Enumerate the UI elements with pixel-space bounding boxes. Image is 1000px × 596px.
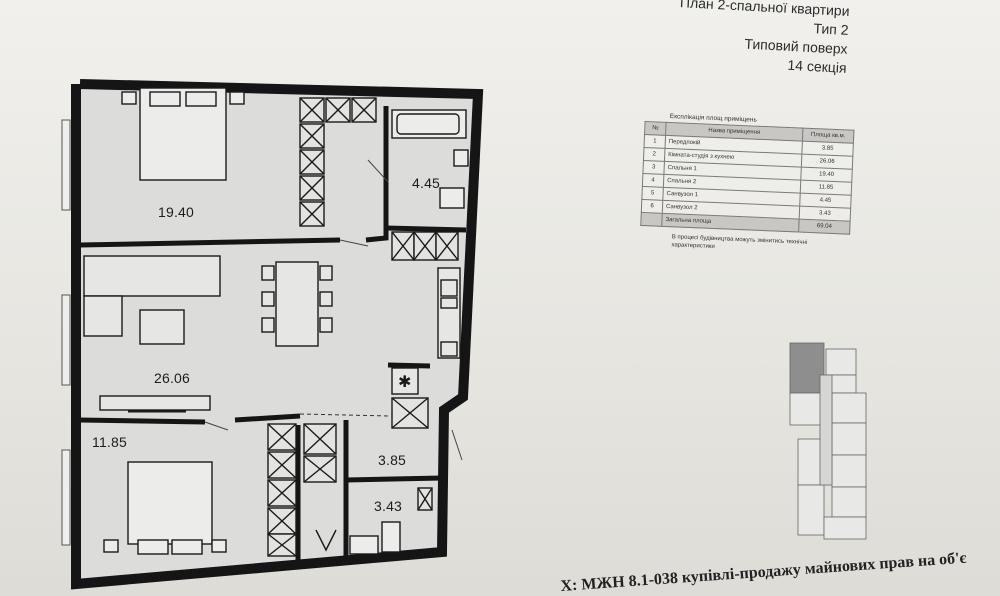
wardrobe-hatch <box>267 479 297 507</box>
wardrobe-hatch <box>299 149 325 175</box>
interior-walls <box>79 106 467 560</box>
wardrobe-hatch <box>435 231 459 261</box>
wardrobe-hatch <box>299 175 325 201</box>
wardrobe-hatch <box>267 423 297 451</box>
room-area-bedroom-1: 19.40 <box>158 204 195 220</box>
total-value: 69.04 <box>798 219 851 235</box>
bed-bedroom-1 <box>121 87 245 181</box>
plan-title-block: План 2-спальної квартири Тип 2 Типовий п… <box>596 0 850 78</box>
wardrobe-hatch <box>303 455 337 483</box>
wardrobe-hatch <box>267 507 297 535</box>
floor-plan: ✱ <box>61 79 484 590</box>
wardrobe-hatch <box>299 201 325 227</box>
room-area-living-studio: 26.06 <box>154 370 191 386</box>
wardrobe-hatch <box>299 97 325 123</box>
bed-bedroom-2 <box>103 461 227 555</box>
key-plan-unit-highlight <box>789 342 825 394</box>
shower-v-mark <box>315 529 337 552</box>
wardrobe-hatch <box>413 231 437 261</box>
row-number: 5 <box>641 186 664 201</box>
door-swings <box>204 159 463 461</box>
threshold-dashed <box>299 413 391 417</box>
wardrobe-hatch <box>303 423 337 455</box>
wardrobe-hatch <box>351 97 377 123</box>
total-number-cell <box>640 212 663 227</box>
fan-icon: ✱ <box>398 372 411 391</box>
row-number: 3 <box>642 160 665 175</box>
bathroom-1-fixtures <box>391 109 469 209</box>
wardrobe-hatch <box>417 487 433 511</box>
room-area-bedroom-2: 11.85 <box>92 434 127 450</box>
living-furniture <box>83 255 333 413</box>
wardrobe-cells <box>267 97 459 557</box>
row-number: 4 <box>642 173 664 188</box>
area-explication: Експлікація площ приміщень № Назва примі… <box>639 112 860 257</box>
header-number: № <box>644 121 667 136</box>
contract-footer-text: Х: МЖН 8.1-038 купівлі-продажу майнових … <box>560 549 967 595</box>
room-area-bathroom-1: 4.45 <box>412 175 441 191</box>
facade-windows <box>61 119 71 546</box>
wardrobe-hatch <box>391 231 415 261</box>
wardrobe-hatch <box>299 123 325 149</box>
wardrobe-hatch <box>325 97 351 123</box>
room-area-hallway: 3.85 <box>378 452 407 468</box>
wardrobe-hatch <box>267 451 297 479</box>
key-plan <box>789 342 867 540</box>
exterior-wall <box>71 79 484 590</box>
kitchen-counter <box>391 267 461 395</box>
row-number: 6 <box>641 199 663 214</box>
row-number: 2 <box>643 147 665 162</box>
wardrobe-hatch <box>391 397 429 429</box>
room-area-bathroom-2: 3.43 <box>374 498 403 514</box>
bathroom-2-fixtures <box>349 521 401 555</box>
row-number: 1 <box>644 134 666 149</box>
table-note: В процесі будівництва можуть змінитись т… <box>671 234 808 251</box>
wardrobe-hatch <box>267 533 297 557</box>
